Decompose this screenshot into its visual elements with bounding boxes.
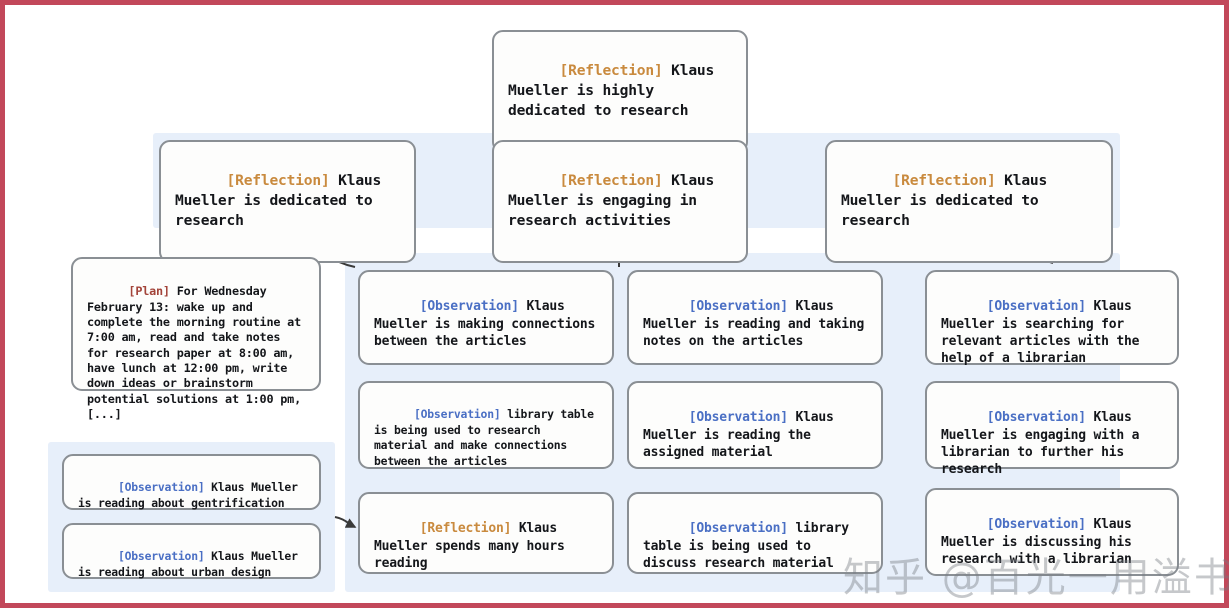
node-text: Klaus Mueller is reading and taking note…	[643, 299, 872, 349]
node-column-a-1[interactable]: [Observation] Klaus Mueller is making co…	[358, 270, 614, 365]
node-left-observation-1[interactable]: [Observation] Klaus Mueller is reading a…	[62, 454, 321, 510]
node-column-c-3[interactable]: [Observation] Klaus Mueller is discussin…	[925, 488, 1179, 576]
node-text: Klaus Mueller is reading about urban des…	[78, 549, 305, 579]
node-text: Klaus Mueller is searching for relevant …	[941, 299, 1147, 367]
node-tag: [Observation]	[986, 299, 1086, 315]
node-tag: [Observation]	[688, 299, 788, 315]
node-text: Klaus Mueller is dedicated to research	[841, 172, 1056, 230]
node-tag: [Observation]	[986, 410, 1086, 426]
node-tag: [Reflection]	[559, 62, 663, 80]
node-reflection-middle[interactable]: [Reflection] Klaus Mueller is engaging i…	[492, 140, 748, 263]
node-text: Klaus Mueller is making connections betw…	[374, 299, 603, 349]
node-tag: [Reflection]	[559, 172, 663, 190]
node-tag: [Plan]	[128, 284, 170, 299]
node-text: library table is being used to research …	[374, 407, 601, 468]
node-column-b-3[interactable]: [Observation] library table is being use…	[627, 492, 883, 574]
node-text: Klaus Mueller is reading about gentrific…	[78, 480, 305, 510]
node-tag: [Observation]	[688, 521, 788, 537]
node-tag: [Observation]	[413, 407, 501, 422]
node-column-b-1[interactable]: [Observation] Klaus Mueller is reading a…	[627, 270, 883, 365]
node-plan[interactable]: [Plan] For Wednesday February 13: wake u…	[71, 257, 321, 421]
node-reflection-left[interactable]: [Reflection] Klaus Mueller is dedicated …	[159, 140, 416, 263]
node-tag: [Reflection]	[419, 521, 512, 537]
node-tag: [Observation]	[117, 480, 205, 495]
node-text: For Wednesday February 13: wake up and c…	[87, 284, 308, 421]
node-text: Klaus Mueller is reading the assigned ma…	[643, 410, 842, 460]
node-tag: [Observation]	[419, 299, 519, 315]
node-reflection-right[interactable]: [Reflection] Klaus Mueller is dedicated …	[825, 140, 1113, 263]
node-text: Klaus Mueller spends many hours reading	[374, 521, 573, 571]
node-tag: [Observation]	[986, 517, 1086, 533]
node-text: library table is being used to discuss r…	[643, 521, 857, 571]
reflection-tree-diagram: [Reflection] Klaus Mueller is highly ded…	[5, 5, 1229, 613]
node-root-reflection[interactable]: [Reflection] Klaus Mueller is highly ded…	[492, 30, 748, 153]
node-column-c-2[interactable]: [Observation] Klaus Mueller is engaging …	[925, 381, 1179, 477]
node-text: Klaus Mueller is discussing his research…	[941, 517, 1140, 567]
node-text: Klaus Mueller is engaging with a librari…	[941, 410, 1147, 478]
node-tag: [Reflection]	[892, 172, 996, 190]
node-text: Klaus Mueller is dedicated to research	[175, 172, 390, 230]
node-left-observation-2[interactable]: [Observation] Klaus Mueller is reading a…	[62, 523, 321, 579]
node-column-a-2[interactable]: [Observation] library table is being use…	[358, 381, 614, 469]
node-text: Klaus Mueller is highly dedicated to res…	[508, 62, 723, 120]
node-column-a-3[interactable]: [Reflection] Klaus Mueller spends many h…	[358, 492, 614, 574]
node-tag: [Observation]	[117, 549, 205, 564]
node-tag: [Observation]	[688, 410, 788, 426]
node-tag: [Reflection]	[226, 172, 330, 190]
node-column-c-1[interactable]: [Observation] Klaus Mueller is searching…	[925, 270, 1179, 367]
node-column-b-2[interactable]: [Observation] Klaus Mueller is reading t…	[627, 381, 883, 469]
node-text: Klaus Mueller is engaging in research ac…	[508, 172, 723, 230]
